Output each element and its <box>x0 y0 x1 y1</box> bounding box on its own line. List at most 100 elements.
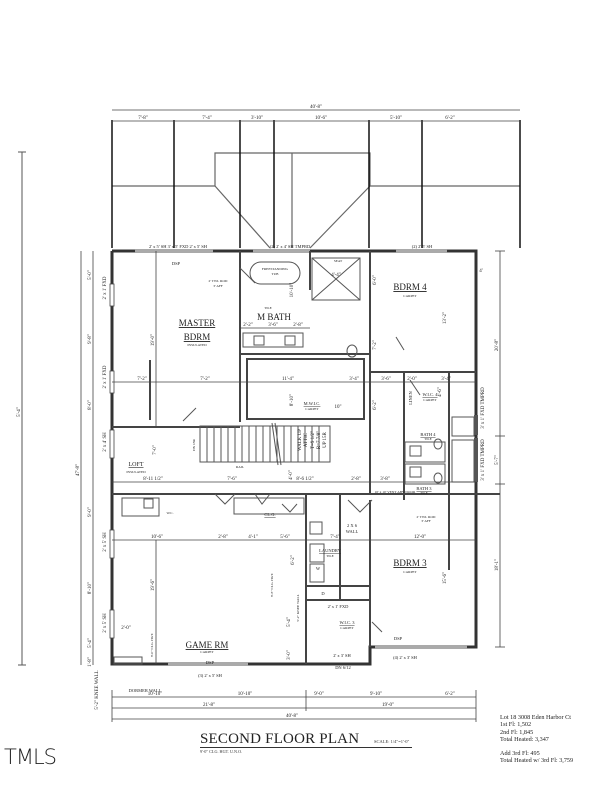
window-left-1: 2' x 1' FXD <box>103 276 108 299</box>
interior-dimensions: 7'-2" 7'-2" 11'-4" 3'-4" 3'-6" 2'-0" 3'-… <box>112 251 476 664</box>
dim-right-door: 4' <box>479 269 483 274</box>
window-game-bottom: (3) 2' x 5' SH <box>198 673 223 678</box>
total-heated-sqft: Total Heated: 3,347 <box>500 735 549 743</box>
left-dimensions: 5'-4" 47'-8" 5'-0" 9'-8" 8'-0" 9'-0" 8'-… <box>17 151 108 710</box>
dim-wic-v: 8'-10" <box>290 394 295 406</box>
dim-bath-row-0: 2'-2" <box>243 323 253 328</box>
info-spacer <box>500 743 573 750</box>
plan-title: SECOND FLOOR PLAN <box>200 731 360 747</box>
dsp-master: DSP <box>172 261 181 266</box>
lot-address: Lot 18 3008 Eden Harbor Ct <box>500 714 571 721</box>
dim-row-mid-0: 3'-4" <box>349 377 359 382</box>
dim-row-mid-2: 2'-0" <box>407 377 417 382</box>
room-master-bdrm-1: MASTER <box>179 318 216 328</box>
dim-row-mid-3: 3'-4" <box>441 377 451 382</box>
exterior-walls <box>109 249 478 666</box>
interior-walls <box>112 251 500 664</box>
room-wc: W.C. <box>166 511 173 515</box>
dim-bdrm4-v: 13'-2" <box>443 312 448 324</box>
dim-top-overall: 40'-8" <box>310 105 322 110</box>
dim-left-1: 9'-8" <box>88 334 93 344</box>
dim-knee-v-1: 3'-0" <box>287 650 292 660</box>
dim-bath-row-1: 3'-6" <box>268 323 278 328</box>
lot-info-block: Lot 18 3008 Eden Harbor Ct 1st Fl: 1,502… <box>500 714 573 765</box>
window-left-2: 2' x 1' FXD <box>103 365 108 388</box>
wall-2x6-note: 2 X 6 <box>347 523 358 528</box>
plan-subtitle: 9'-0" CLG. HGT. U.N.O. <box>200 749 243 754</box>
attic-note: ATTIC <box>304 432 309 447</box>
dim-wic-10: 10" <box>334 405 341 410</box>
loft-clg-hgt: 8'-0" CLG. HGT. <box>150 633 154 657</box>
dim-right-2: 18'-1" <box>495 559 500 571</box>
dim-bottom-row1-4: 6'-2" <box>445 692 455 697</box>
rail-note: RAIL <box>236 465 244 469</box>
window-bdrm3-bottom: (4) 2' x 3' SH <box>393 655 418 660</box>
dim-laundry-v: 6'-2" <box>291 555 296 565</box>
dim-shower: 4'-4" <box>331 273 341 278</box>
dim-right-0: 20'-8" <box>495 339 500 351</box>
third-floor-sqft: Add 3rd Fl: 495 <box>500 750 540 758</box>
notes: 10' x 10' VENT ABV DOOR 2 X 6 WALL DORME… <box>129 490 416 693</box>
vent-note: 10' x 10' VENT ABV DOOR <box>375 490 416 494</box>
room-wic4: W.I.C. 4 <box>422 392 438 397</box>
dim-top-0: 7'-8" <box>138 116 148 121</box>
dim-lin-v: 6'-2" <box>373 400 378 410</box>
top-dimensions: 40'-8" 7'-8" 7'-4" 3'-10" 10'-6" 5'-10" … <box>112 105 520 122</box>
window-left-4: 2' x 5' SH <box>103 532 108 552</box>
room-game-rm: GAME RM <box>186 640 229 650</box>
dim-game-v: 19'-6" <box>151 579 156 591</box>
knee-wall-note: 5'-2" KNEE WALL <box>296 594 300 621</box>
room-bdrm4-floor: CARPET <box>403 294 417 298</box>
dim-left-4: 8'-10" <box>88 582 93 594</box>
dsp-bdrm3: DSP <box>394 636 403 641</box>
window-master-top: 2' x 5' SH 3' x 5' FXD 2' x 5' SH <box>149 244 208 249</box>
dim-game-row-3: 5'-6" <box>280 535 290 540</box>
dim-loft-row-1: 7'-6" <box>227 477 237 482</box>
room-labels: MASTER BDRM INSULATED M BATH TILE FREEST… <box>126 259 438 665</box>
dim-bdrm4-side: 7'-2" <box>373 340 378 350</box>
dim-game-row-4: 7'-4" <box>330 535 340 540</box>
seat-label: SEAT <box>334 259 343 263</box>
knee-wall-note-left: 5'-2" KNEE WALL <box>95 670 100 709</box>
dryer-label: D <box>321 591 325 596</box>
dim-top-3: 10'-6" <box>315 116 327 121</box>
second-floor-sqft: 2nd Fl: 1,845 <box>500 728 534 736</box>
toilet-master <box>346 344 358 358</box>
room-master-floor: INSULATED <box>187 343 207 347</box>
bath3-towel-rod-2: 3' AFF <box>421 519 431 523</box>
room-m-wic: M.W.I.C. <box>304 401 321 406</box>
dim-left-2: 8'-0" <box>88 400 93 410</box>
roof-outline <box>111 120 521 249</box>
room-bdrm4: BDRM 4 <box>393 282 427 292</box>
door-swings <box>182 267 421 633</box>
dim-loft-row-2: 8'-6 1/2" <box>296 477 313 482</box>
dim-top-1: 7'-4" <box>202 116 212 121</box>
dim-row-mid-1: 3'-6" <box>381 377 391 382</box>
dim-left-overall: 47'-8" <box>76 464 81 476</box>
window-right-1: 3' x 1' FXD TMPRD <box>481 387 486 429</box>
room-bath3: BATH 3 <box>416 486 432 491</box>
dim-top-5: 6'-2" <box>445 116 455 121</box>
dim-loft-row-3: 2'-8" <box>351 477 361 482</box>
title-underline <box>200 747 412 748</box>
wc-toilet <box>143 498 154 509</box>
dim-loft-row-4: 3'-8" <box>380 477 390 482</box>
dim-bottom-row1-2: 9'-0" <box>314 692 324 697</box>
tub-label: FREESTANDING <box>262 267 289 271</box>
total-with-third-sqft: Total Heated w/ 3rd Fl: 3,759 <box>500 757 574 765</box>
game-clg-hgt: 8'-8" CLG. HGT. <box>270 573 274 597</box>
bath3-towel-rod: 2' TWL ROD <box>417 515 436 519</box>
room-loft: LOFT <box>129 462 144 468</box>
window-left-3: 2' x 4' SH <box>103 432 108 452</box>
window-bdrm4-top: (2) 2' 5' SH <box>412 244 433 249</box>
dim-left-outer: 5'-4" <box>17 407 22 417</box>
washer <box>309 543 325 563</box>
dim-bottom-row1-0: 10'-10" <box>148 692 163 697</box>
fxd-window-note: 2' x 1' FXD <box>328 604 349 609</box>
room-laundry-floor: TILE <box>326 554 334 558</box>
dsp-game: DSP <box>206 660 215 665</box>
dim-stair-v: 4'-0" <box>289 470 294 480</box>
tub-bath3 <box>451 439 475 483</box>
window-wic3-bottom: 2' x 3' SH <box>333 653 351 658</box>
